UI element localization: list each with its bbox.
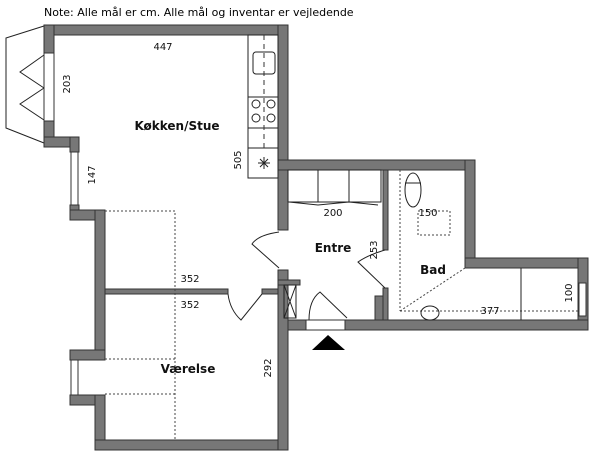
- door-bedroom: [227, 293, 263, 321]
- wardrobe: [287, 169, 382, 206]
- window-bedroom: [70, 359, 79, 396]
- room-label-living: Køkken/Stue: [134, 119, 219, 133]
- dim-bay-window: 203: [62, 74, 73, 93]
- dim-bath-length: 377: [480, 306, 499, 317]
- room-label-bedroom: Værelse: [161, 362, 216, 376]
- door-entrance: [308, 291, 348, 321]
- closet: [283, 284, 297, 319]
- window-bath: [578, 282, 587, 317]
- fan-icon: [258, 157, 270, 169]
- room-label-bath: Bad: [420, 263, 446, 277]
- dim-left-window: 147: [87, 165, 98, 184]
- plan-note: Note: Alle mål er cm. Alle mål og invent…: [44, 6, 354, 19]
- washbasin-icon: [420, 305, 440, 321]
- dim-living-lower: 352: [180, 274, 199, 285]
- dim-shower: 150: [418, 208, 437, 219]
- door-living: [251, 231, 280, 269]
- door-bath: [357, 249, 386, 289]
- dim-living-depth: 505: [233, 150, 244, 169]
- walls: [43, 24, 589, 451]
- dim-living-width: 447: [153, 42, 172, 53]
- shower-area: [417, 210, 451, 236]
- dim-bedroom-width: 352: [180, 300, 199, 311]
- entrance-arrow-icon: [312, 335, 345, 350]
- dim-wardrobe: 200: [323, 208, 342, 219]
- dim-bedroom-depth: 292: [263, 358, 274, 377]
- dim-entry-depth: 253: [369, 240, 380, 259]
- kitchen-counter: [247, 34, 279, 179]
- room-label-entry: Entre: [315, 241, 352, 255]
- toilet-icon: [404, 172, 422, 208]
- window-left: [70, 151, 79, 206]
- stove-icon: [251, 99, 276, 123]
- sink-icon: [252, 51, 276, 75]
- dim-bath-width: 100: [564, 283, 575, 302]
